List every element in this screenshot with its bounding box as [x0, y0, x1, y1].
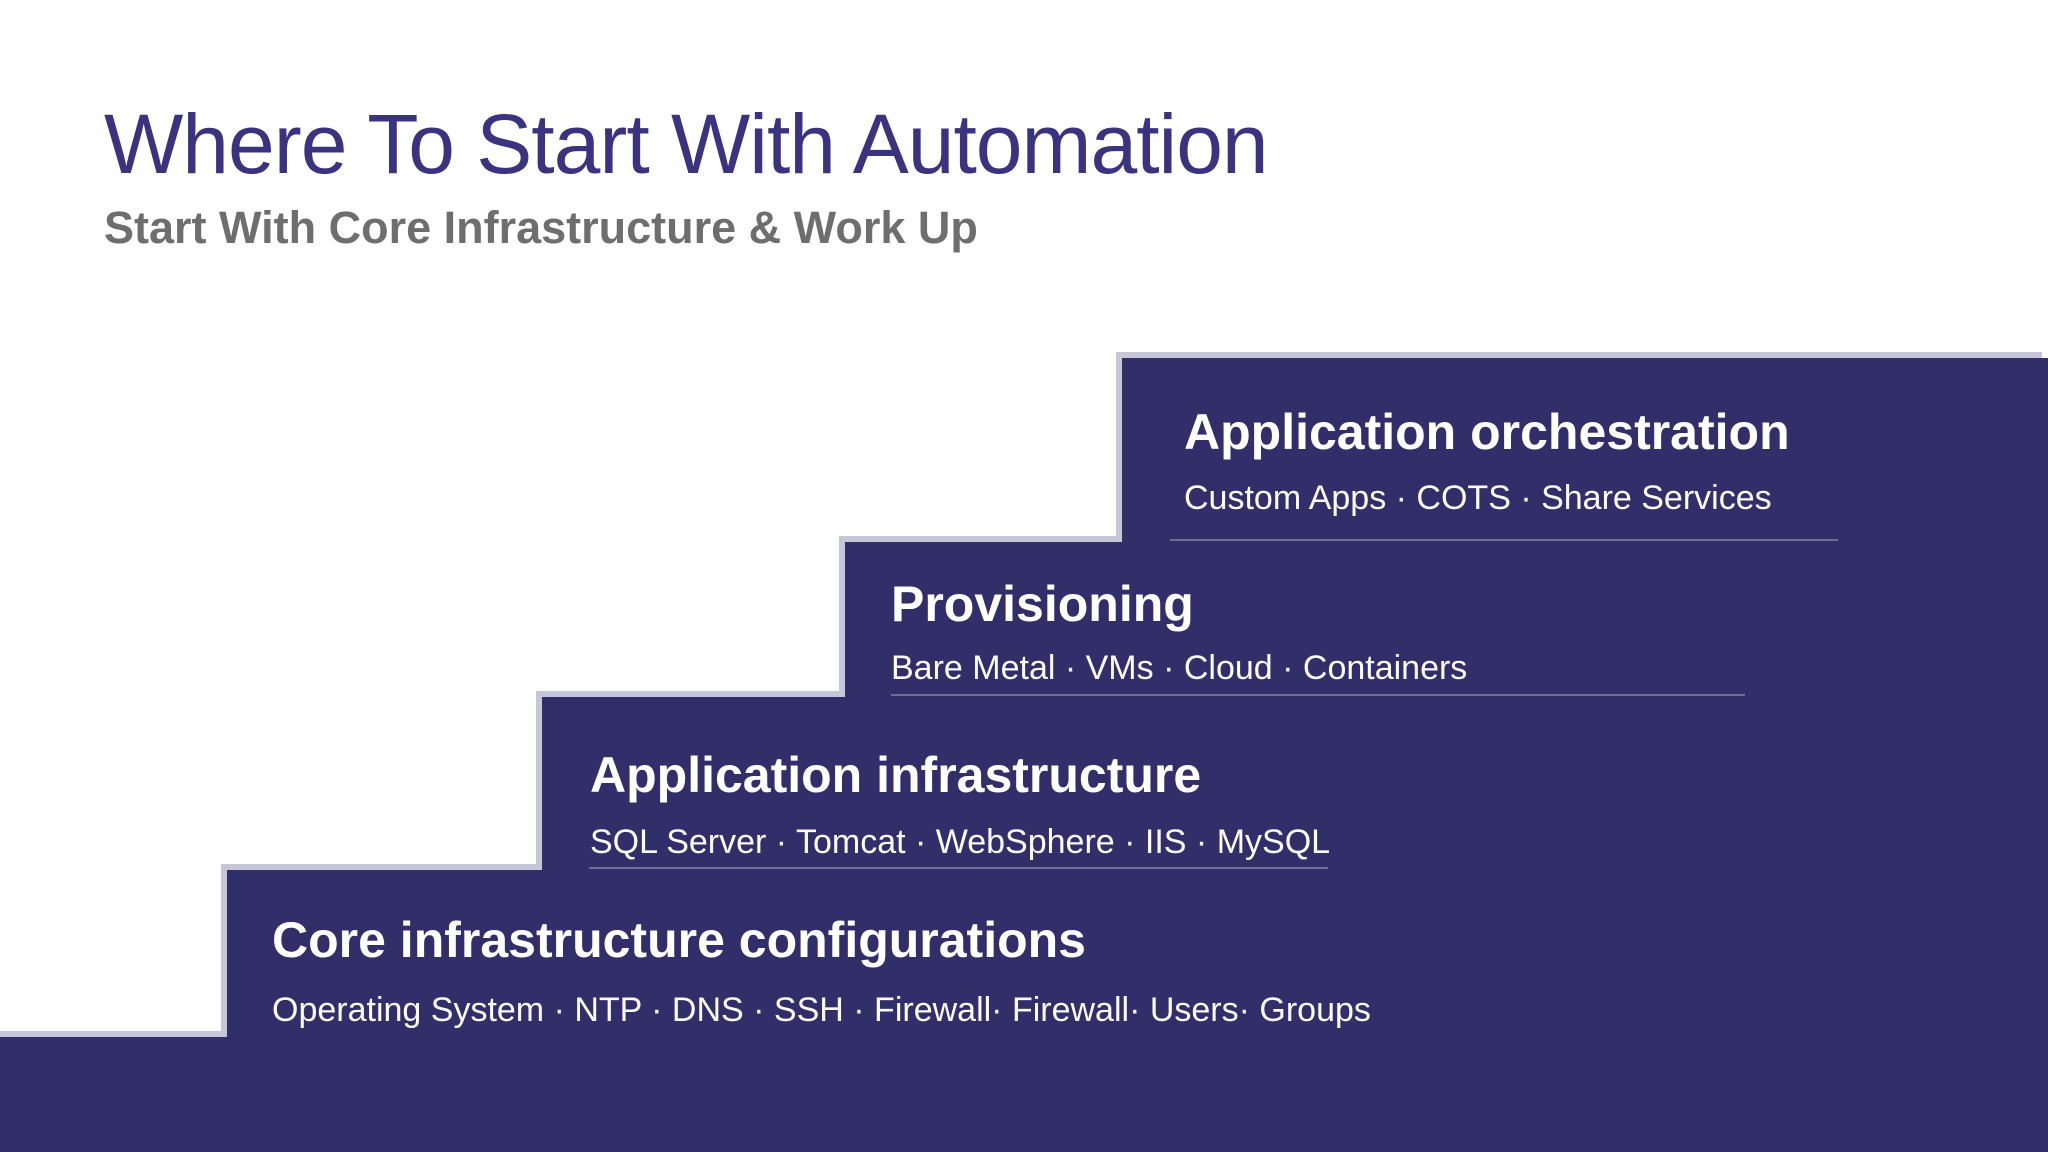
step-application-orchestration: Application orchestration Custom Apps · … — [1122, 358, 2048, 542]
step-items: Bare Metal · VMs · Cloud · Containers — [891, 648, 1468, 687]
step-divider — [1170, 539, 1838, 541]
staircase-base-bar — [0, 1037, 2048, 1152]
step-divider — [589, 867, 1328, 869]
step-items: Custom Apps · COTS · Share Services — [1184, 478, 1772, 517]
slide-title: Where To Start With Automation — [104, 97, 1269, 191]
slide-subtitle: Start With Core Infrastructure & Work Up — [104, 202, 978, 253]
step-core-infrastructure-configurations: Core infrastructure configurations Opera… — [227, 870, 2048, 1037]
step-heading: Provisioning — [891, 576, 1194, 632]
step-items: Operating System · NTP · DNS · SSH · Fir… — [272, 990, 1371, 1029]
step-items: SQL Server · Tomcat · WebSphere · IIS · … — [590, 822, 1331, 861]
step-application-infrastructure: Application infrastructure SQL Server · … — [542, 697, 2048, 870]
step-provisioning: Provisioning Bare Metal · VMs · Cloud · … — [845, 542, 2048, 697]
step-heading: Core infrastructure configurations — [272, 912, 1086, 968]
step-heading: Application orchestration — [1184, 404, 1790, 460]
step-divider — [891, 694, 1745, 696]
step-heading: Application infrastructure — [590, 747, 1202, 803]
